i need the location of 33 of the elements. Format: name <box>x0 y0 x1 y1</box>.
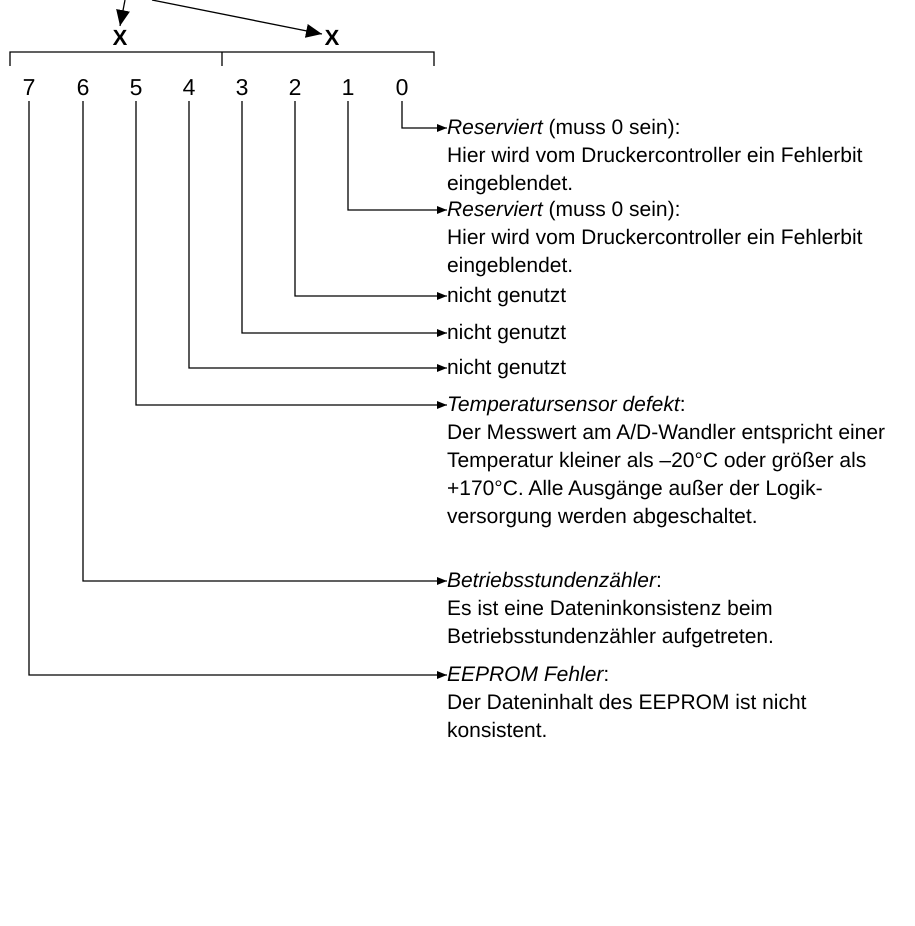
bit-number: 3 <box>230 73 254 101</box>
bit-description: Der Messwert am A/D-Wandler entspricht einer Temperatur kleiner als –20°C oder größer als +170°C. Alle Ausgänge außer der Logik-versorgung werden abgeschaltet. <box>447 420 886 530</box>
leader-arrow <box>188 101 447 372</box>
field-marker: X <box>322 26 342 50</box>
leader-arrow <box>401 101 447 132</box>
bit-number: 6 <box>71 73 95 101</box>
leader-arrow <box>294 101 447 300</box>
bit-number: 4 <box>177 73 201 101</box>
leader-arrow <box>82 101 447 585</box>
leader-arrow <box>347 101 447 214</box>
bit-number: 5 <box>124 73 148 101</box>
bit-title: Temperatursensor defekt: <box>447 392 687 418</box>
field-marker: X <box>110 26 130 50</box>
arrow <box>152 0 322 38</box>
bit-description: Hier wird vom Druckercontroller ein Fehlerbit eingeblendet. <box>447 225 864 279</box>
leader-arrow <box>28 101 447 679</box>
bit-description: nicht genutzt <box>447 283 568 309</box>
bit-title: EEPROM Fehler: <box>447 662 610 688</box>
bit-number: 1 <box>336 73 360 101</box>
bit-title: Betriebsstundenzähler: <box>447 568 663 594</box>
bit-title: Reserviert (muss 0 sein): <box>447 197 682 223</box>
bit-description: nicht genutzt <box>447 355 568 381</box>
arrow <box>116 0 130 26</box>
bit-description: Es ist eine Dateninkonsistenz beim Betriebsstundenzähler aufgetreten. <box>447 596 775 650</box>
leader-arrow <box>135 101 447 409</box>
bit-number: 2 <box>283 73 307 101</box>
leader-arrow <box>241 101 447 337</box>
bit-number: 0 <box>390 73 414 101</box>
bit-description: Hier wird vom Druckercontroller ein Fehlerbit eingeblendet. <box>447 143 864 197</box>
bit-description: Der Dateninhalt des EEPROM ist nicht konsistent. <box>447 690 808 744</box>
bit-title: Reserviert (muss 0 sein): <box>447 115 682 141</box>
bit-number: 7 <box>17 73 41 101</box>
bit-description: nicht genutzt <box>447 320 568 346</box>
